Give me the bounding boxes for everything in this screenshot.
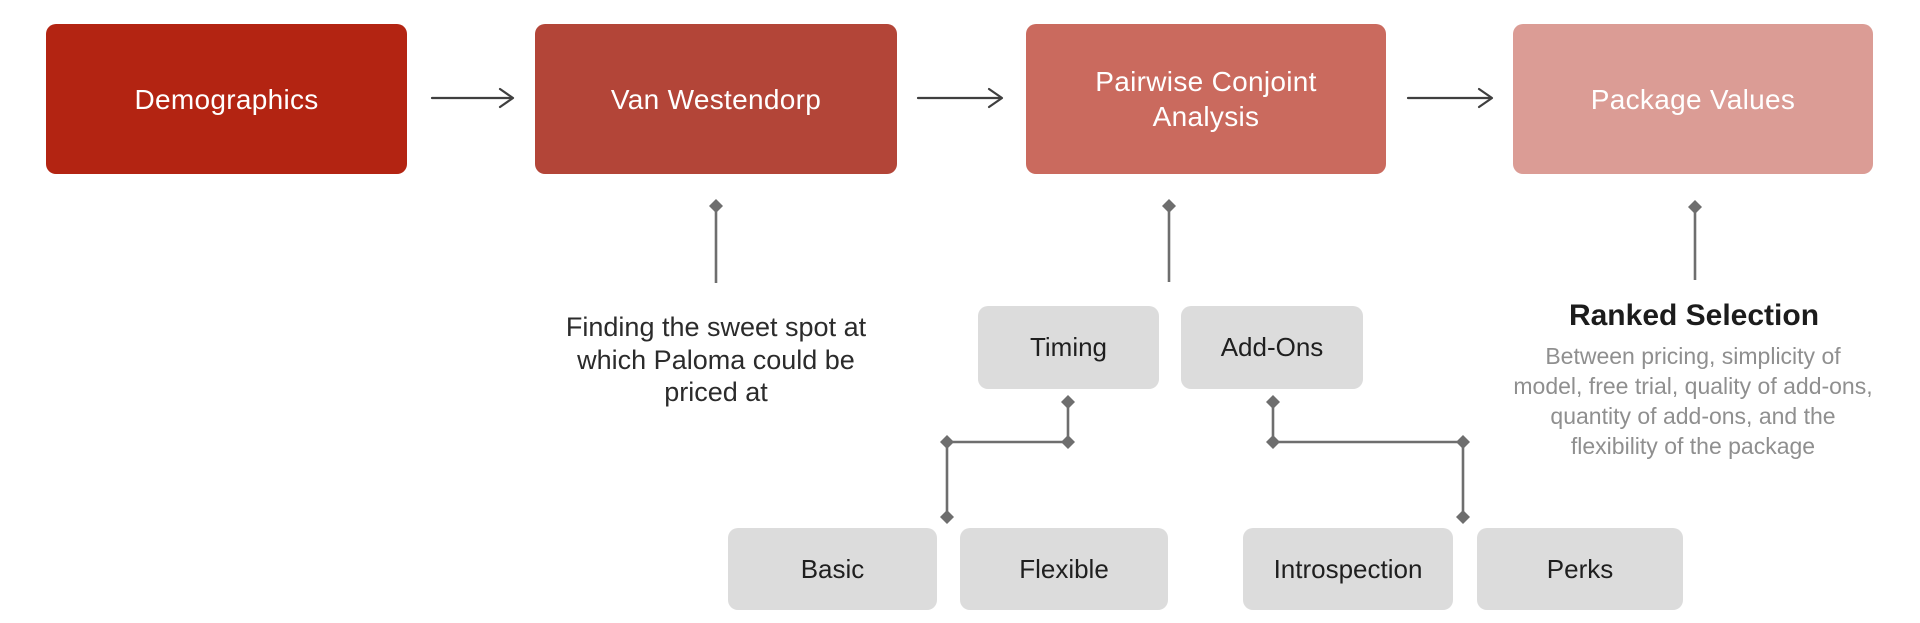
- arrowhead-icon: [987, 87, 1004, 109]
- flow-arrow-1: [430, 87, 515, 109]
- diamond-endpoint: [1266, 395, 1280, 409]
- tree-connector-timing: [940, 395, 1075, 524]
- level-node-label: Introspection: [1273, 553, 1423, 584]
- ranked-selection-description: Between pricing, simplicity of model, fr…: [1513, 343, 1873, 459]
- attribute-node-label: Timing: [1029, 332, 1108, 362]
- annotation-connector-pairwise: [1162, 199, 1176, 282]
- level-node-flexible: Flexible: [960, 528, 1168, 610]
- level-node-introspection: Introspection: [1243, 528, 1453, 610]
- flow-node-label: Package Values: [1590, 83, 1796, 115]
- level-node-label: Basic: [800, 553, 865, 584]
- van-westendorp-note: Finding the sweet spot at which Paloma c…: [565, 312, 867, 407]
- diamond-endpoint: [1061, 435, 1075, 449]
- flow-node-pairwise-conjoint-analysis: Pairwise Conjoint Analysis: [1026, 24, 1386, 174]
- level-node-basic: Basic: [728, 528, 937, 610]
- annotation-connector-van-westendorp: [709, 199, 723, 283]
- tree-connector-add-ons: [1266, 395, 1470, 524]
- attribute-node-label: Add-Ons: [1220, 332, 1324, 362]
- diamond-endpoint: [1456, 435, 1470, 449]
- flow-node-demographics: Demographics: [46, 24, 407, 174]
- attribute-node-add-ons: Add-Ons: [1181, 306, 1363, 389]
- flow-node-label: Van Westendorp: [610, 83, 822, 115]
- flow-node-package-values: Package Values: [1513, 24, 1873, 174]
- diamond-endpoint: [1061, 395, 1075, 409]
- diamond-endpoint: [940, 510, 954, 524]
- attribute-node-timing: Timing: [978, 306, 1159, 389]
- diamond-endpoint: [1456, 510, 1470, 524]
- diamond-endpoint: [1266, 435, 1280, 449]
- flow-arrow-3: [1406, 87, 1494, 109]
- diamond-endpoint: [940, 435, 954, 449]
- annotation-connector-package-values: [1688, 200, 1702, 280]
- arrowhead-icon: [498, 87, 515, 109]
- diamond-endpoint: [1162, 199, 1176, 213]
- level-node-label: Perks: [1546, 553, 1614, 584]
- diamond-endpoint: [709, 199, 723, 213]
- flow-node-van-westendorp: Van Westendorp: [535, 24, 897, 174]
- flow-node-label: Pairwise Conjoint Analysis: [1095, 66, 1317, 132]
- diamond-endpoint: [1688, 200, 1702, 214]
- ranked-selection-title: Ranked Selection: [1568, 299, 1820, 332]
- flow-arrow-2: [916, 87, 1004, 109]
- level-node-label: Flexible: [1019, 553, 1109, 584]
- flow-node-label: Demographics: [134, 83, 319, 115]
- arrowhead-icon: [1477, 87, 1494, 109]
- level-node-perks: Perks: [1477, 528, 1683, 610]
